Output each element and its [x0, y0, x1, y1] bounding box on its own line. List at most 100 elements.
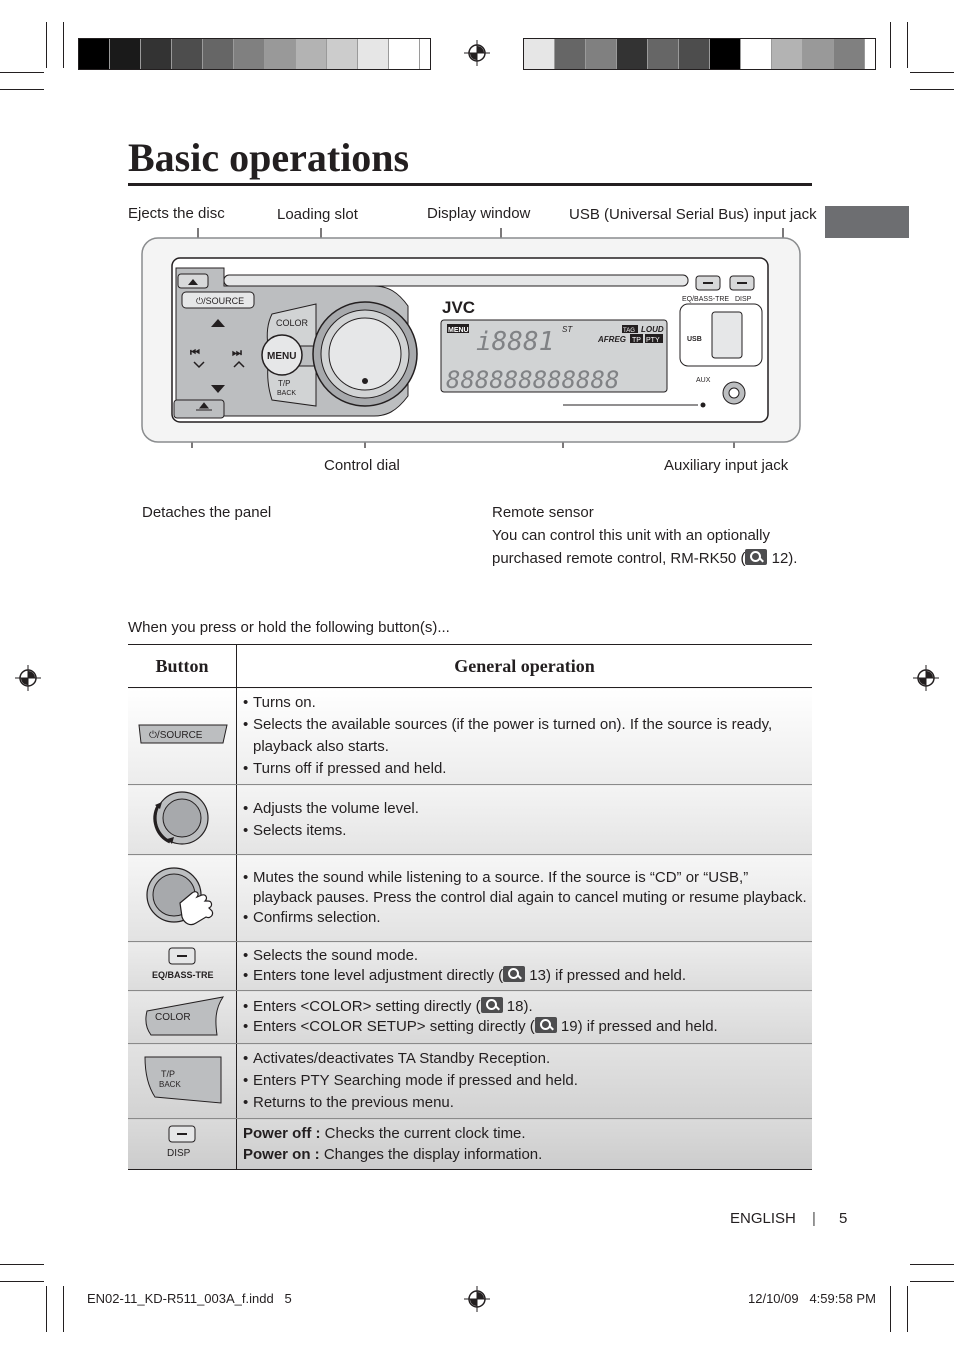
header-button: Button — [128, 644, 237, 688]
callout-eject: Ejects the disc — [128, 205, 225, 222]
registration-mark-icon — [15, 665, 41, 691]
table-row: Mutes the sound while listening to a sou… — [128, 854, 812, 942]
table-row: EQ/BASS-TRE Selects the sound mode. Ente… — [128, 941, 812, 991]
crop-mark — [890, 22, 891, 68]
list-item: Adjusts the volume level. — [243, 798, 808, 820]
magnifier-icon — [503, 966, 526, 982]
color-swatch — [555, 39, 586, 69]
crop-mark — [910, 72, 954, 73]
color-swatch — [203, 39, 234, 69]
source-label: ⏻/SOURCE — [196, 296, 244, 306]
svg-text:TAG: TAG — [623, 328, 635, 334]
remote-sensor-title: Remote sensor — [492, 504, 594, 521]
crop-mark — [46, 1286, 47, 1332]
svg-text:PTY: PTY — [646, 337, 660, 344]
operations-table: Button General operation ⏻/SOURCE Turns … — [128, 644, 812, 1170]
color-swatch — [617, 39, 648, 69]
color-swatch — [265, 39, 296, 69]
disp-button-icon: DISP — [167, 1125, 196, 1159]
remote-sensor-line2: purchased remote control, RM-RK50 ( 12). — [492, 549, 798, 567]
svg-text:⏮: ⏮ — [190, 347, 200, 359]
table-row: T/P BACK Activates/deactivates TA Standb… — [128, 1043, 812, 1119]
crop-mark — [910, 89, 954, 90]
callout-usb-jack: USB (Universal Serial Bus) input jack — [569, 206, 817, 223]
source-button — [181, 291, 255, 309]
svg-text:888888888888: 888888888888 — [446, 366, 619, 394]
svg-text:⏻/SOURCE: ⏻/SOURCE — [149, 730, 203, 741]
list-item: Returns to the previous menu. — [243, 1092, 808, 1114]
list-item: Enters PTY Searching mode if pressed and… — [243, 1070, 808, 1092]
list-item: Confirms selection. — [243, 908, 808, 928]
crop-mark — [63, 1286, 64, 1332]
color-swatch — [358, 39, 389, 69]
magnifier-icon — [534, 1017, 557, 1033]
list-item: Selects the sound mode. — [243, 946, 808, 966]
svg-text:COLOR: COLOR — [155, 1012, 191, 1023]
display-window — [440, 319, 668, 393]
slug-file: EN02-11_KD-R511_003A_f.indd 5 — [87, 1291, 292, 1306]
callout-loading-slot: Loading slot — [277, 206, 358, 223]
table-row: DISP Power off : Checks the current cloc… — [128, 1118, 812, 1170]
list-item: Activates/deactivates TA Standby Recepti… — [243, 1048, 808, 1070]
svg-text:T/P: T/P — [161, 1069, 175, 1079]
registration-mark-icon — [464, 40, 490, 66]
color-swatch — [141, 39, 172, 69]
color-label: COLOR — [276, 318, 309, 328]
table-row: COLOR Enters <COLOR> setting directly ( … — [128, 990, 812, 1044]
crop-mark — [63, 22, 64, 68]
registration-mark-icon — [464, 1286, 490, 1312]
loading-slot — [223, 274, 689, 287]
color-swatch — [296, 39, 327, 69]
list-item: Selects the available sources (if the po… — [243, 714, 808, 758]
color-swatch — [234, 39, 265, 69]
slug-date: 12/10/09 4:59:58 PM — [748, 1291, 876, 1306]
magnifier-icon — [745, 549, 768, 565]
list-item: Enters <COLOR SETUP> setting directly ( … — [243, 1017, 808, 1037]
crop-mark — [46, 22, 47, 68]
power-on-line: Power on : Changes the display informati… — [243, 1146, 543, 1163]
crop-mark — [0, 1281, 44, 1282]
tp-back-button-icon: T/P BACK — [144, 1056, 222, 1104]
list-item: Enters <COLOR> setting directly ( 18). — [243, 997, 808, 1017]
tp-back-button — [267, 365, 317, 407]
disp-label: DISP — [735, 296, 752, 303]
car-stereo-illustration: ⏻/SOURCE ⏮ ⏭ COLOR T/P BACK MENU JVC MEN… — [141, 228, 801, 448]
menu-label: MENU — [267, 351, 296, 362]
list-item: Turns on. — [243, 692, 808, 714]
list-item: Enters tone level adjustment directly ( … — [243, 966, 808, 986]
eq-button-icon: EQ/BASS-TRE — [152, 947, 214, 980]
language-tab — [825, 206, 909, 238]
color-swatch — [110, 39, 141, 69]
magnifier-icon — [480, 997, 503, 1013]
svg-text:i8881: i8881 — [476, 327, 554, 357]
control-dial-turn-icon — [153, 790, 209, 845]
color-swatch — [834, 39, 865, 69]
svg-text:⏭: ⏭ — [232, 347, 242, 359]
svg-text:AFREG: AFREG — [597, 335, 626, 344]
crop-mark — [0, 72, 44, 73]
table-intro: When you press or hold the following but… — [128, 619, 450, 636]
color-swatch — [172, 39, 203, 69]
page-title: Basic operations — [128, 135, 410, 180]
svg-text:EQ/BASS-TRE: EQ/BASS-TRE — [152, 970, 214, 980]
color-swatch — [803, 39, 834, 69]
table-row: ⏻/SOURCE Turns on. Selects the available… — [128, 687, 812, 785]
color-swatch — [772, 39, 803, 69]
aux-label: AUX — [696, 377, 711, 384]
color-swatch — [79, 39, 110, 69]
callout-aux-jack: Auxiliary input jack — [664, 457, 789, 474]
callout-display-window: Display window — [427, 205, 531, 222]
svg-text:LOUD: LOUD — [641, 325, 664, 334]
svg-text:MENU: MENU — [448, 327, 469, 334]
color-swatch — [327, 39, 358, 69]
crop-mark — [0, 89, 44, 90]
color-swatch — [710, 39, 741, 69]
color-swatch — [679, 39, 710, 69]
page-number: 5 — [839, 1210, 848, 1227]
footer-separator: | — [812, 1210, 816, 1227]
color-swatch — [741, 39, 772, 69]
svg-text:TP: TP — [632, 337, 641, 344]
color-swatch — [586, 39, 617, 69]
remote-sensor-note: Remote sensor You can control this unit … — [492, 501, 797, 570]
usb-label: USB — [687, 336, 702, 343]
